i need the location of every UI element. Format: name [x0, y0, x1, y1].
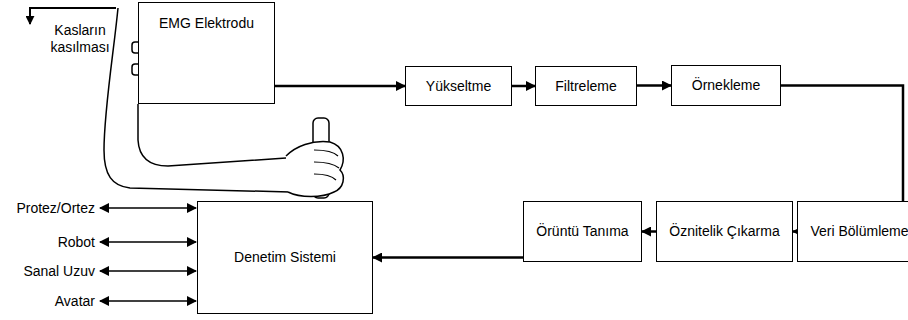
flow-arrow — [642, 230, 656, 233]
process-box: Örüntü Tanıma — [523, 201, 642, 262]
output-label: Avatar — [55, 293, 95, 310]
contraction-arrow — [30, 8, 116, 24]
box-label: Veri Bölümleme — [804, 223, 908, 240]
flow-arrow — [275, 85, 405, 88]
process-box: EMG Elektrodu — [138, 2, 275, 104]
output-label: Sanal Uzuv — [23, 263, 95, 280]
flow-arrow — [373, 256, 523, 259]
process-box: Veri Bölümleme — [797, 201, 908, 262]
flow-arrow — [512, 85, 535, 88]
process-box: Denetim Sistemi — [197, 201, 373, 314]
flow-arrow — [637, 84, 671, 87]
process-box: Öznitelik Çıkarma — [656, 201, 793, 262]
box-label: Yükseltme — [420, 78, 497, 95]
output-link — [100, 300, 196, 302]
process-box: Örnekleme — [671, 65, 781, 106]
box-label: Örnekleme — [686, 77, 766, 94]
box-label: EMG Elektrodu — [153, 15, 260, 32]
box-label: Öznitelik Çıkarma — [663, 223, 785, 240]
process-box: Yükseltme — [405, 66, 512, 106]
output-link — [100, 241, 196, 243]
process-box: Filtreleme — [535, 66, 637, 106]
annotation-label: Kasların kasılması — [44, 22, 116, 56]
output-link — [100, 270, 196, 272]
hand — [286, 142, 343, 197]
box-label: Örüntü Tanıma — [530, 223, 634, 240]
output-label: Robot — [58, 234, 95, 251]
output-label: Protez/Ortez — [16, 200, 95, 217]
box-label: Denetim Sistemi — [228, 249, 342, 266]
output-link — [100, 207, 196, 209]
fingers — [314, 150, 339, 180]
box-label: Filtreleme — [549, 78, 622, 95]
arm-inner-outline — [138, 104, 286, 166]
